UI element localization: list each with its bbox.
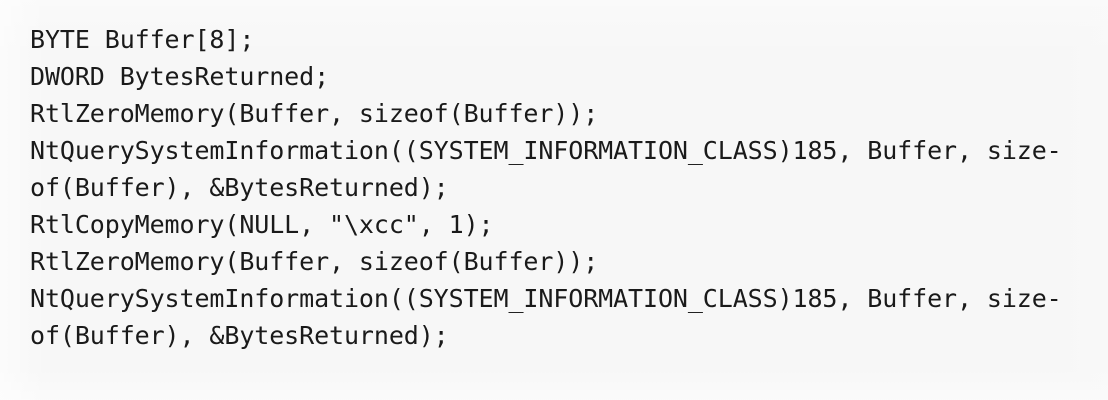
code-line: RtlCopyMemory(NULL, "\xcc", 1); — [30, 210, 494, 239]
code-line: DWORD BytesReturned; — [30, 62, 330, 91]
code-block: BYTE Buffer[8]; DWORD BytesReturned; RtlZe… — [30, 21, 1080, 354]
code-line: NtQuerySystemInformation((SYSTEM_INFORMA… — [30, 284, 1062, 313]
code-line: NtQuerySystemInformation((SYSTEM_INFORMA… — [30, 136, 1062, 165]
code-line: RtlZeroMemory(Buffer, sizeof(Buffer)); — [30, 99, 599, 128]
code-line: of(Buffer), &BytesReturned); — [30, 173, 449, 202]
code-line: BYTE Buffer[8]; — [30, 25, 255, 54]
code-line: RtlZeroMemory(Buffer, sizeof(Buffer)); — [30, 247, 599, 276]
code-line: of(Buffer), &BytesReturned); — [30, 321, 449, 350]
